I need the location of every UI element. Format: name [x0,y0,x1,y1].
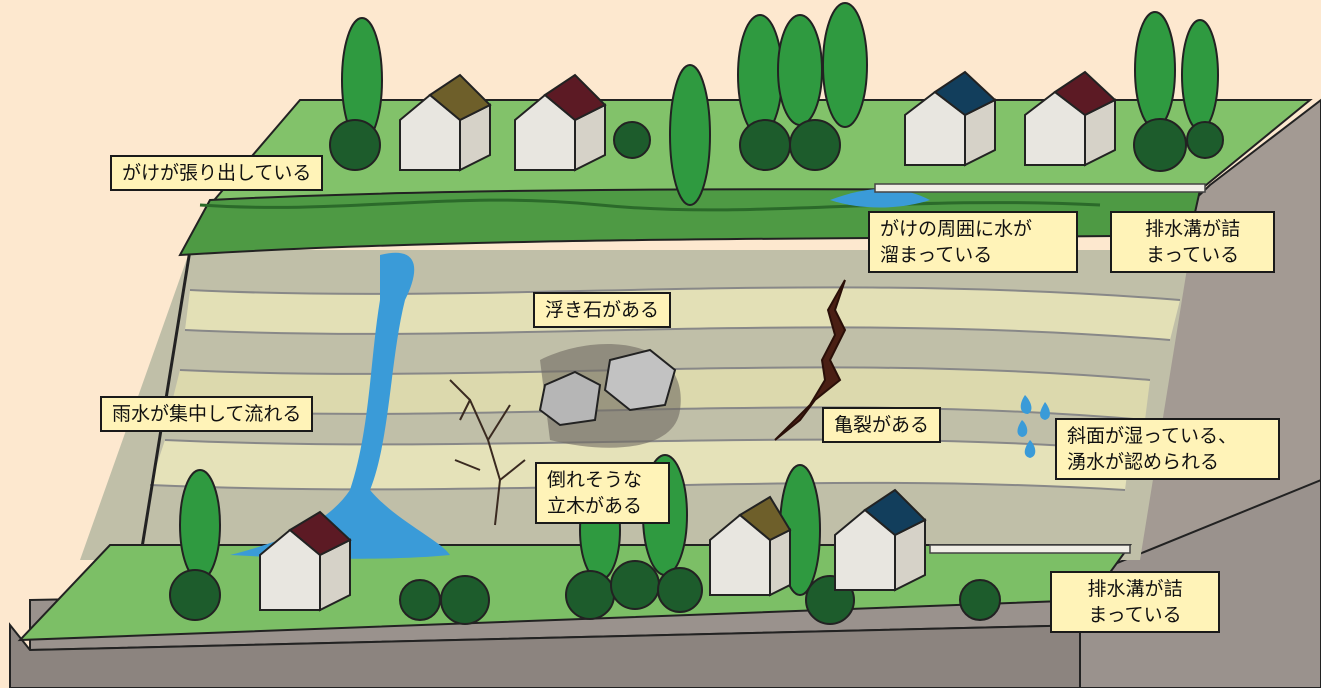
label-crack: 亀裂がある [822,407,942,443]
rock-icon [538,344,681,448]
crack-icon [774,279,847,441]
house-icon [259,70,1117,612]
label-water-pooling: がけの周囲に水が 溜まっている [868,211,1078,273]
label-wet-slope: 斜面が湿っている、 湧水が認められる [1055,418,1280,480]
bottom-drain-channel [929,544,1131,554]
label-drain-bottom-line1: 排水溝が詰 [1087,578,1183,600]
label-wet-slope-line2: 湧水が認められる [1067,451,1220,473]
label-water-pooling-line2: 溜まっている [880,244,993,266]
label-leaning-tree-line1: 倒れそうな [547,469,643,491]
house-bottom-2 [709,495,792,597]
label-drain-bottom: 排水溝が詰 まっている [1050,571,1220,633]
label-drain-top-line2: まっている [1145,244,1240,266]
house-top-2 [514,73,607,172]
label-drain-top-line1: 排水溝が詰 [1144,218,1240,240]
pooling-water [830,188,930,208]
label-overhang: がけが張り出している [110,155,324,191]
label-drain-bottom-line2: まっている [1088,604,1182,626]
label-loose-rock: 浮き石がある [533,292,672,328]
label-wet-slope-line1: 斜面が湿っている、 [1067,425,1238,447]
house-bottom-1 [259,510,352,612]
tree-icon-bottom [169,454,1001,625]
label-drain-top: 排水溝が詰 まっている [1110,211,1275,273]
tree-icon [329,2,1224,206]
top-drain-channel [874,183,1206,193]
rain-water-channel [230,252,450,559]
house-bottom-3 [834,488,927,592]
house-top-3 [904,70,997,167]
house-top-1 [399,73,492,172]
water-drop-icon [1017,395,1050,458]
label-rain-flow: 雨水が集中して流れる [100,396,314,432]
leaning-tree-icon [449,379,526,526]
label-leaning-tree-line2: 立木がある [547,495,643,517]
house-top-4 [1024,70,1117,167]
label-water-pooling-line1: がけの周囲に水が [880,218,1033,240]
label-leaning-tree: 倒れそうな 立木がある [535,462,670,524]
